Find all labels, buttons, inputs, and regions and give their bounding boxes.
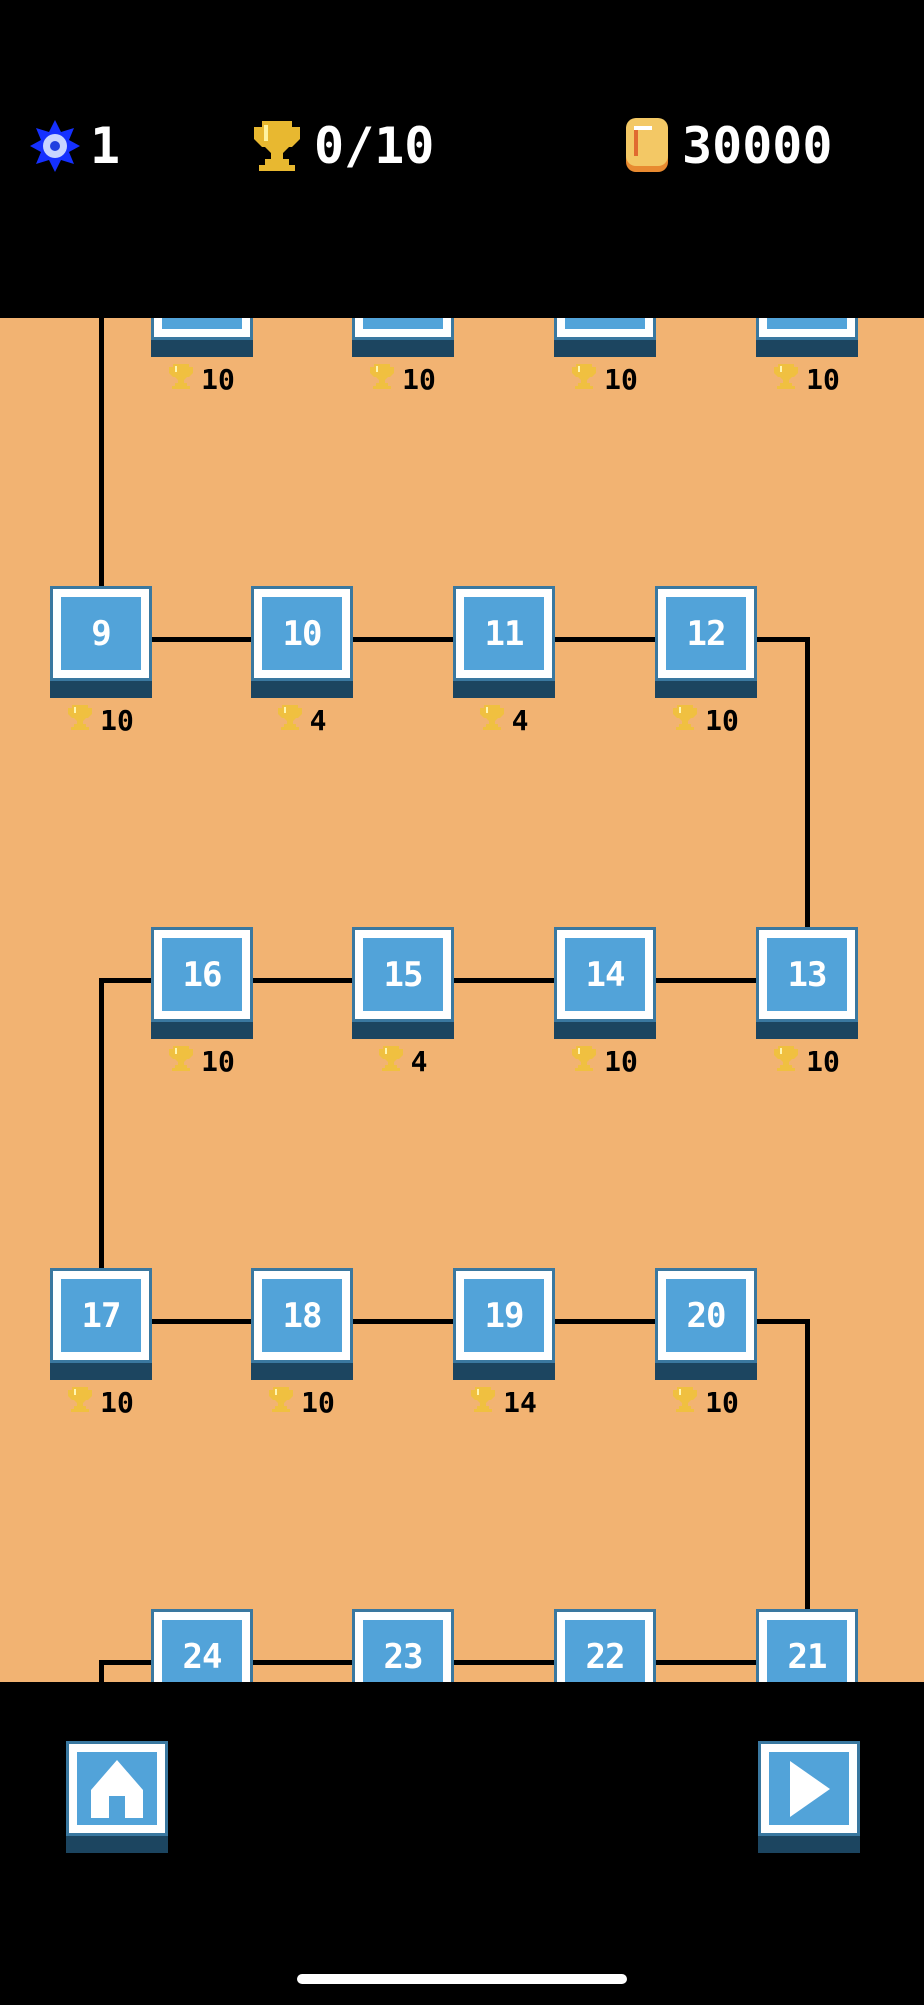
- level-number: 24: [162, 1620, 242, 1693]
- level-number: 23: [363, 1620, 443, 1693]
- trophy-count: 10: [806, 1044, 840, 1078]
- top-bar: 1 0/10 30000: [0, 0, 924, 318]
- level-trophies: 10: [132, 362, 272, 396]
- trophy-count: 10: [301, 1385, 335, 1419]
- level-trophies: 10: [636, 1385, 776, 1419]
- home-icon: [91, 1759, 143, 1818]
- path-line: [99, 978, 104, 1323]
- level-trophies: 10: [132, 1044, 272, 1078]
- home-indicator[interactable]: [297, 1974, 627, 1984]
- trophy-count: 10: [604, 1044, 638, 1078]
- level-number: 17: [61, 1279, 141, 1352]
- trophy-icon: [471, 1386, 496, 1419]
- level-tile[interactable]: 12: [655, 586, 757, 698]
- trophy-count: 10: [705, 703, 739, 737]
- level-number: 11: [464, 597, 544, 670]
- level-trophies: 10: [535, 1044, 675, 1078]
- trophy-icon: [774, 1045, 799, 1078]
- trophy-icon: [572, 363, 597, 396]
- level-trophies: 10: [737, 1044, 877, 1078]
- bottom-bar: [0, 1682, 924, 2000]
- level-number: 20: [666, 1279, 746, 1352]
- play-icon: [790, 1760, 830, 1817]
- coins-stat: 30000: [622, 117, 833, 175]
- level-trophies: 10: [232, 1385, 372, 1419]
- trophy-icon: [269, 1386, 294, 1419]
- path-line: [805, 637, 810, 982]
- path-line: [99, 978, 809, 983]
- trophy-count: 4: [511, 703, 529, 737]
- trophy-count: 10: [806, 362, 840, 396]
- trophy-icon: [169, 1045, 194, 1078]
- trophy-icon: [572, 1045, 597, 1078]
- trophy-icon: [673, 1386, 698, 1419]
- trophy-icon: [370, 363, 395, 396]
- trophy-icon: [774, 363, 799, 396]
- level-trophies: 4: [434, 703, 574, 737]
- trophy-icon: [479, 704, 504, 737]
- level-number: 10: [262, 597, 342, 670]
- trophy-count: 10: [705, 1385, 739, 1419]
- level-tile[interactable]: 18: [251, 1268, 353, 1380]
- level-tile[interactable]: 9: [50, 586, 152, 698]
- level-trophies: 4: [232, 703, 372, 737]
- level-trophies: 10: [636, 703, 776, 737]
- path-line: [99, 1660, 809, 1665]
- level-tile[interactable]: 13: [756, 927, 858, 1039]
- level-tile[interactable]: 11: [453, 586, 555, 698]
- level-number: 9: [61, 597, 141, 670]
- trophy-icon: [169, 363, 194, 396]
- level-number: 18: [262, 1279, 342, 1352]
- trophy-icon: [254, 121, 300, 171]
- play-button[interactable]: [758, 1741, 860, 1853]
- level-trophies: 4: [333, 1044, 473, 1078]
- level-trophies: 10: [737, 362, 877, 396]
- trophy-count: 10: [201, 1044, 235, 1078]
- level-number: 13: [767, 938, 847, 1011]
- level-number: 15: [363, 938, 443, 1011]
- coins-count: 30000: [682, 117, 833, 175]
- level-trophies: 14: [434, 1385, 574, 1419]
- level-tile[interactable]: 17: [50, 1268, 152, 1380]
- path-line: [805, 1319, 810, 1664]
- level-tile[interactable]: 16: [151, 927, 253, 1039]
- level-tile[interactable]: 14: [554, 927, 656, 1039]
- home-button[interactable]: [66, 1741, 168, 1853]
- trophy-count: 10: [402, 362, 436, 396]
- level-number: 14: [565, 938, 645, 1011]
- level-number: 22: [565, 1620, 645, 1693]
- trophy-icon: [68, 1386, 93, 1419]
- level-tile[interactable]: 10: [251, 586, 353, 698]
- trophy-stat: 0/10: [250, 117, 435, 175]
- trophy-count: 10: [100, 1385, 134, 1419]
- level-number: 12: [666, 597, 746, 670]
- level-number: 19: [464, 1279, 544, 1352]
- level-trophies: 10: [535, 362, 675, 396]
- level-number: 16: [162, 938, 242, 1011]
- trophy-icon: [68, 704, 93, 737]
- coin-icon: [626, 118, 668, 172]
- path-line: [99, 296, 104, 641]
- trophy-count: 14: [503, 1385, 537, 1419]
- level-tile[interactable]: 22: [554, 1609, 656, 1721]
- star-gem-icon: [30, 120, 80, 172]
- level-tile[interactable]: 20: [655, 1268, 757, 1380]
- trophy-icon: [378, 1045, 403, 1078]
- trophy-count: 10: [201, 362, 235, 396]
- trophy-icon: [277, 704, 302, 737]
- gems-stat: 1: [30, 117, 121, 175]
- gems-count: 1: [90, 117, 121, 175]
- level-number: 21: [767, 1620, 847, 1693]
- trophy-count: 10: [604, 362, 638, 396]
- trophy-icon: [673, 704, 698, 737]
- trophy-count: 10: [100, 703, 134, 737]
- trophy-count: 4: [410, 1044, 428, 1078]
- level-tile[interactable]: 19: [453, 1268, 555, 1380]
- level-trophies: 10: [31, 1385, 171, 1419]
- level-trophies: 10: [31, 703, 171, 737]
- level-trophies: 10: [333, 362, 473, 396]
- trophy-count: 0/10: [314, 117, 435, 175]
- level-tile[interactable]: 15: [352, 927, 454, 1039]
- trophy-count: 4: [309, 703, 327, 737]
